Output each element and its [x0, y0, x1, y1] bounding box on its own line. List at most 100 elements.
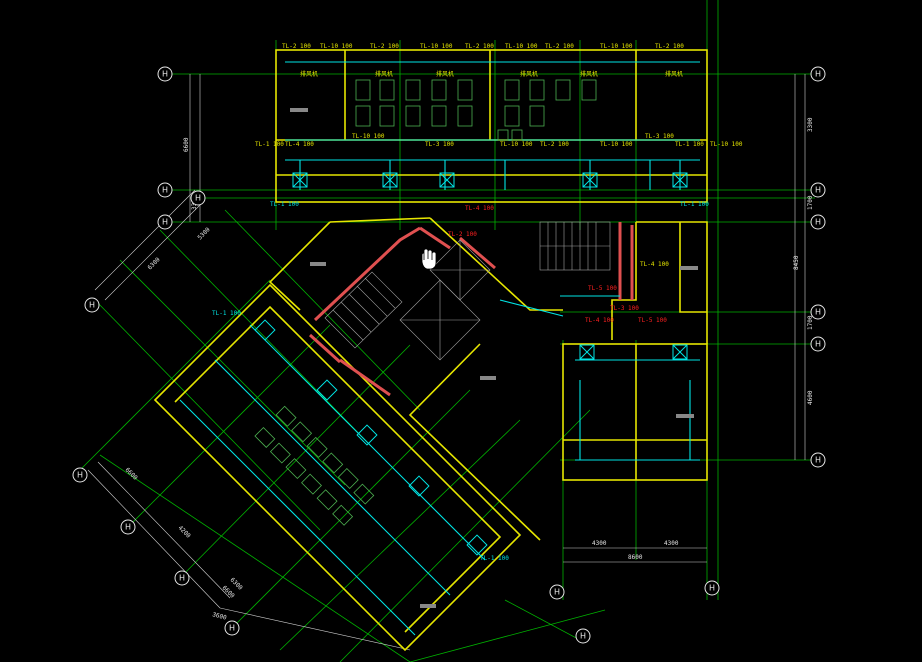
duct-tag: TL-10 100 [710, 141, 743, 148]
exhaust-fan-icon [579, 344, 595, 360]
exhaust-fan-icon [582, 172, 598, 188]
stair-icon [539, 221, 611, 271]
labels-mid-row: TL-1 100 TL-4 100 TL-10 100 TL-3 100 TL-… [255, 133, 743, 268]
duct-tag: TL-3 100 [425, 141, 454, 148]
exhaust-fan-icon [439, 172, 455, 188]
cyan-note: TL-1 100 [680, 201, 709, 208]
grid-axis-label: H [554, 588, 560, 597]
red-tag: TL-4 100 [585, 317, 614, 324]
room-label: 排风机 [300, 70, 318, 78]
duct-tag: TL-10 100 [600, 43, 633, 50]
exhaust-fan-icon [292, 172, 308, 188]
dim-bottom-total: 8600 [628, 554, 643, 561]
red-tag: TL-5 100 [638, 317, 667, 324]
dim-right-2: 1700 [807, 195, 814, 210]
grid-axis-bubble [810, 66, 826, 82]
grid-axis-label: H [580, 632, 586, 641]
cyan-note: TL-1 100 [270, 201, 299, 208]
duct-tag: TL-2 100 [540, 141, 569, 148]
duct-tag: TL-1 100 [255, 141, 284, 148]
duct-tag: TL-10 100 [320, 43, 353, 50]
grid-axis-bubble [190, 190, 206, 206]
dim-right-4: 1700 [807, 315, 814, 330]
grid-axis-bubble [174, 570, 190, 586]
exhaust-fan-icon [672, 172, 688, 188]
grid-axis-label: H [125, 523, 131, 532]
dim-bottom-1: 4300 [592, 540, 607, 547]
dim-right-3: 8450 [793, 255, 800, 270]
grid-axis-label: H [162, 218, 168, 227]
grid-axis-label: H [162, 70, 168, 79]
grid-axis-bubble [810, 182, 826, 198]
duct-tag: TL-4 100 [640, 261, 669, 268]
grid-axis-label: H [195, 194, 201, 203]
grid-axis-label: H [815, 70, 821, 79]
duct-tag: TL-10 100 [600, 141, 633, 148]
grid-axis-bubble [810, 214, 826, 230]
grid-axis-bubble [157, 66, 173, 82]
red-tag: TL-4 100 [465, 205, 494, 212]
duct-tag: TL-2 100 [545, 43, 574, 50]
exhaust-fan-icon [382, 172, 398, 188]
red-tag: TL-3 100 [610, 305, 639, 312]
room-label: 排风机 [520, 70, 538, 78]
duct-tag: TL-1 100 [675, 141, 704, 148]
fixtures-wing [254, 405, 375, 526]
grid-axis-bubble [224, 620, 240, 636]
grid-axis-bubble [84, 297, 100, 313]
duct-tag: TL-2 100 [655, 43, 684, 50]
dimension-lines [87, 74, 806, 651]
duct-tag: TL-10 100 [420, 43, 453, 50]
dim-right-1: 3300 [807, 117, 814, 132]
labels-cyan: TL-1 100 TL-1 100 TL-1 100 TL-1 100 [212, 201, 709, 562]
duct-tag: TL-10 100 [500, 141, 533, 148]
duct-tag: TL-4 100 [285, 141, 314, 148]
labels-red: TL-4 100 TL-2 100 TL-5 100 TL-4 100 TL-5… [448, 205, 667, 324]
duct-tag: TL-10 100 [352, 133, 385, 140]
duct-tag: TL-2 100 [282, 43, 311, 50]
fire-walls [308, 222, 634, 397]
exhaust-fan-icon [356, 424, 378, 446]
core-area [324, 221, 611, 361]
grid-axis-label: H [709, 584, 715, 593]
grid-axis-bubble [810, 336, 826, 352]
dim-left-1: 6600 [183, 137, 190, 152]
exhaust-fan-icon [254, 319, 276, 341]
red-tag: TL-2 100 [448, 231, 477, 238]
exhaust-fan-icons [254, 172, 688, 556]
grid-axis-label: H [815, 456, 821, 465]
grid-axis-bubble [120, 519, 136, 535]
exhaust-fan-icon [408, 475, 430, 497]
room-label: 排风机 [580, 70, 598, 78]
fixtures-top [355, 79, 597, 141]
duct-tag: TL-2 100 [370, 43, 399, 50]
grid-axis-bubble [704, 580, 720, 596]
duct-tag: TL-2 100 [465, 43, 494, 50]
grid-axis-label: H [179, 574, 185, 583]
duct-tag: TL-10 100 [505, 43, 538, 50]
duct-tag: TL-3 100 [645, 133, 674, 140]
grid-axis-label: H [162, 186, 168, 195]
grid-axis-bubble [72, 467, 88, 483]
grid-axis-bubble [157, 214, 173, 230]
grid-axis-label: H [229, 624, 235, 633]
grid-axis-label: H [89, 301, 95, 310]
room-label: 排风机 [436, 70, 454, 78]
grid-axis-bubble [810, 304, 826, 320]
grid-axis-label: H [815, 340, 821, 349]
cyan-note: TL-1 100 [212, 310, 241, 317]
grid-axis-bubble [575, 628, 591, 644]
hand-cursor-icon[interactable] [421, 248, 437, 270]
labels-rooms: 排风机 排风机 排风机 排风机 排风机 排风机 [300, 70, 683, 78]
dim-top-right-2: 3600 [211, 611, 227, 622]
grid-axis-bubble [157, 182, 173, 198]
grid-axis-bubble [549, 584, 565, 600]
grid-axis-label: H [815, 308, 821, 317]
duct-lines [179, 61, 700, 636]
dim-right-5: 4600 [807, 390, 814, 405]
grid-axis-label: H [815, 186, 821, 195]
grey-blocks [290, 108, 698, 608]
room-label: 排风机 [665, 70, 683, 78]
stair-icon [324, 271, 403, 349]
